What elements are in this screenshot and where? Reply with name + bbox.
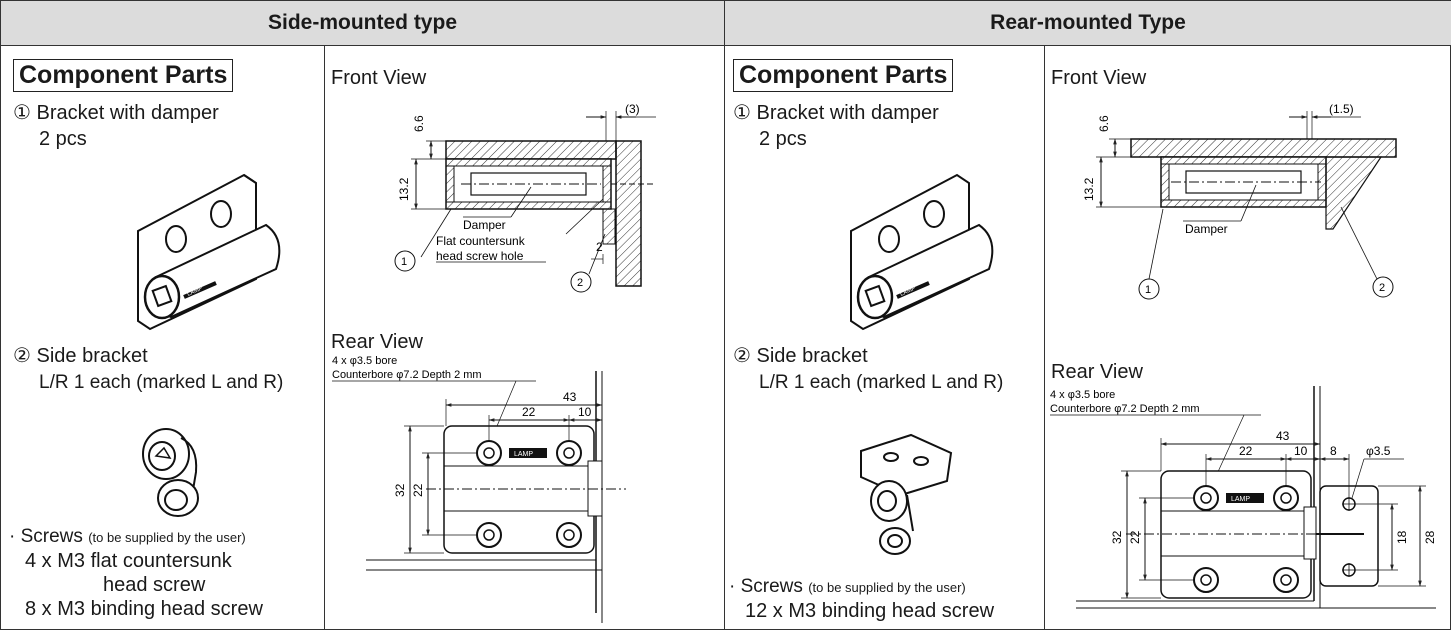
part2-name: ② Side bracket [733,345,868,367]
dim-43: 43 [1276,429,1290,443]
screws-note: (to be supplied by the user) [88,530,246,545]
part1-qty: 2 pcs [39,128,87,150]
part1-name: ① Bracket with damper [733,102,939,124]
screw1-line2: head screw [103,574,206,596]
dim-18: 18 [1395,530,1409,544]
dim-22-h: 22 [1239,444,1253,458]
dim-8: 8 [1330,444,1337,458]
component-parts-title: Component Parts [13,59,234,92]
dim-13-2: 13.2 [1082,177,1096,201]
part2-qty: L/R 1 each (marked L and R) [39,372,284,393]
screw1-line1: 4 x M3 flat countersunk [25,550,232,572]
divider [724,45,725,629]
dim-22-v: 22 [411,483,425,497]
dim-32: 32 [393,483,407,497]
side-bracket-image [142,428,199,517]
dim-22-h: 22 [522,405,536,419]
brand-mark: LAMP [1231,496,1250,503]
screws-note: (to be supplied by the user) [808,580,966,595]
part1-qty: 2 pcs [759,128,807,150]
screw1: 12 x M3 binding head screw [745,600,995,622]
side-bracket-image [860,433,953,555]
callout-2: 2 [577,277,583,289]
rear-view-title: Rear View [1051,361,1143,383]
rear-front-view-drawing: 6.6 13.2 (1.5) Damper 1 2 [1082,102,1397,300]
component-parts-title: Component Parts [733,59,954,92]
bore-note: 4 x φ3.5 bore [1050,389,1115,401]
dim-28: 28 [1423,530,1437,544]
label-damper: Damper [463,218,506,232]
screws-label: · Screws (to be supplied by the user) [9,525,246,550]
dim-phi-3-5: φ3.5 [1366,444,1391,458]
rear-rear-view-drawing: 4 x φ3.5 bore Counterbore φ7.2 Depth 2 m… [1050,386,1437,609]
screw2: 8 x M3 binding head screw [25,598,263,620]
brand-mark: LAMP [514,451,533,458]
label-hole-2: head screw hole [436,249,524,263]
divider [1044,45,1045,629]
part2-qty: L/R 1 each (marked L and R) [759,372,1004,393]
callout-1: 1 [1145,284,1151,296]
side-rear-view-drawing: 4 x φ3.5 bore Counterbore φ7.2 Depth 2 m… [332,355,626,623]
dim-22-v: 22 [1128,530,1142,544]
counterbore-note: Counterbore φ7.2 Depth 2 mm [332,369,482,381]
front-view-title: Front View [1051,67,1147,89]
label-damper: Damper [1185,222,1228,236]
part1-name: ① Bracket with damper [13,102,219,124]
part2-name: ② Side bracket [13,345,148,367]
dim-6-6: 6.6 [1097,115,1111,132]
bracket-with-damper-image: LAMP [850,173,994,331]
counterbore-note: Counterbore φ7.2 Depth 2 mm [1050,403,1200,415]
dim-13-2: 13.2 [397,177,411,201]
divider [324,45,325,629]
dim-32: 32 [1110,530,1124,544]
screws-text: · Screws [9,526,83,547]
bracket-with-damper-image: LAMP [137,173,281,331]
callout-2: 2 [1379,282,1385,294]
front-view-title: Front View [331,67,427,89]
callout-1: 1 [401,256,407,268]
dim-3: (3) [625,102,640,116]
label-hole-1: Flat countersunk [436,234,526,248]
dim-10: 10 [1294,444,1308,458]
side-mounted-header: Side-mounted type [1,1,725,46]
rear-view-title: Rear View [331,331,423,353]
rear-mounted-header: Rear-mounted Type [725,1,1451,46]
dim-6-6: 6.6 [412,115,426,132]
bore-note: 4 x φ3.5 bore [332,355,397,367]
dim-10: 10 [578,405,592,419]
side-front-view-drawing: 6.6 13.2 (3) 2 Damper Flat countersunk h… [394,102,656,293]
dim-43: 43 [563,390,577,404]
screws-label: · Screws (to be supplied by the user) [729,575,966,600]
dim-1-5: (1.5) [1329,102,1354,116]
screws-text: · Screws [729,576,803,597]
